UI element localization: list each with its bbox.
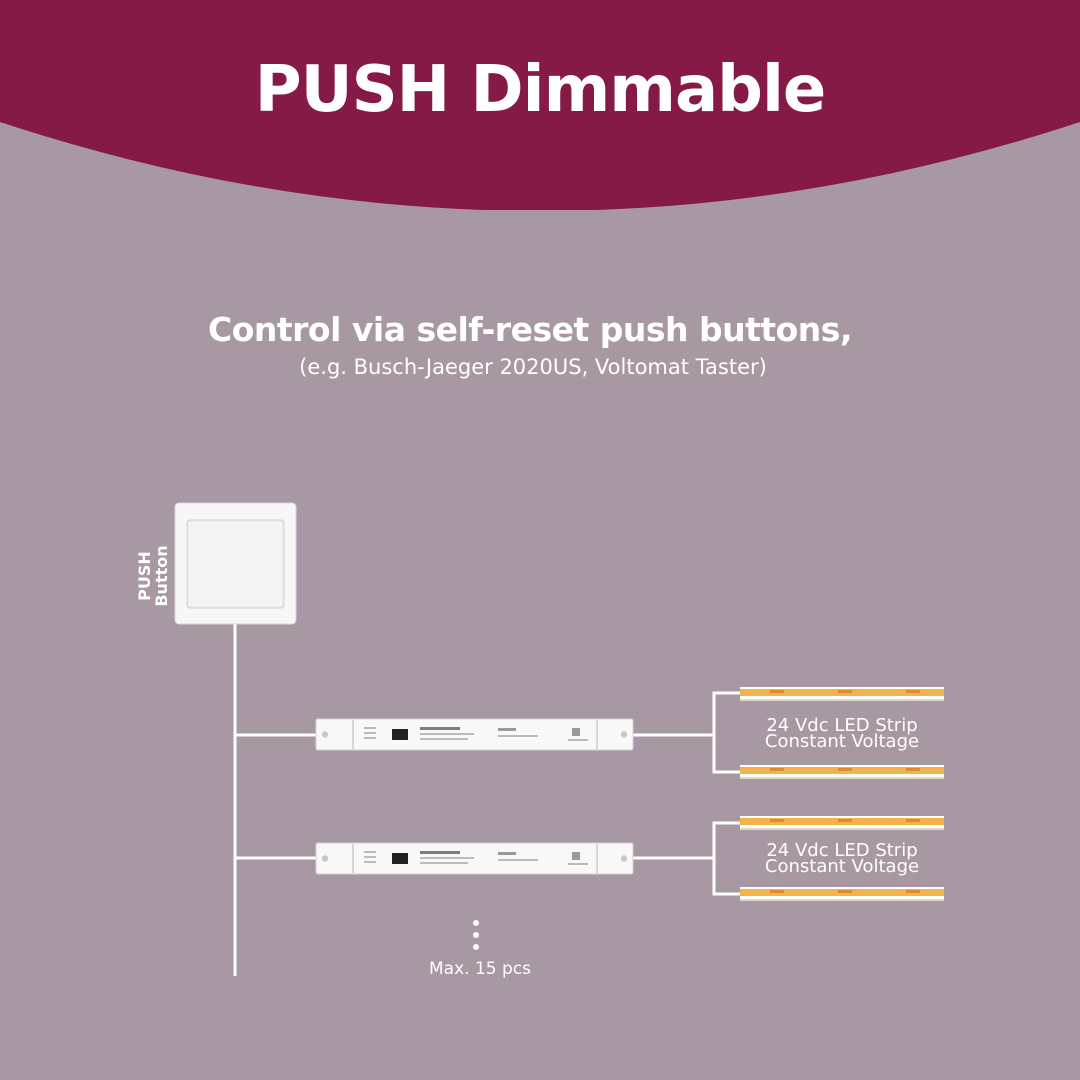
page-title: PUSH Dimmable: [254, 53, 827, 127]
wall-switch-icon: [174, 502, 297, 625]
push-button-label: PUSH Button: [135, 528, 176, 624]
vertical-ellipsis-icon: [473, 920, 479, 950]
header-banner: [0, 0, 1080, 210]
push-button-label-line1: PUSH: [135, 551, 154, 601]
strip-label-line1: 24 Vdc LED Strip: [766, 715, 918, 736]
led-strip-icon: [740, 687, 944, 701]
intro-heading: Control via self-reset push buttons,: [208, 310, 852, 349]
wire-fork-2: [712, 821, 740, 896]
strip-label-line2: Constant Voltage: [764, 856, 920, 877]
led-strip-icon: [740, 765, 944, 779]
led-driver-icon: [315, 718, 634, 751]
strip-label-line1: 24 Vdc LED Strip: [766, 840, 918, 861]
strip-label-2: 24 Vdc LED Strip Constant Voltage: [727, 840, 957, 877]
led-driver-icon: [315, 842, 634, 875]
max-quantity-label: Max. 15 pcs: [429, 959, 531, 979]
header-arc: [0, 0, 1080, 210]
strip-label-1: 24 Vdc LED Strip Constant Voltage: [727, 715, 957, 752]
intro-note: (e.g. Busch-Jaeger 2020US, Voltomat Tast…: [299, 355, 767, 379]
wires: [233, 622, 740, 976]
led-strip-icon: [740, 816, 944, 830]
led-strip-icon: [740, 887, 944, 901]
strip-label-line2: Constant Voltage: [764, 731, 920, 752]
wire-fork-1: [712, 691, 740, 774]
push-button-label-line2: Button: [152, 545, 171, 607]
